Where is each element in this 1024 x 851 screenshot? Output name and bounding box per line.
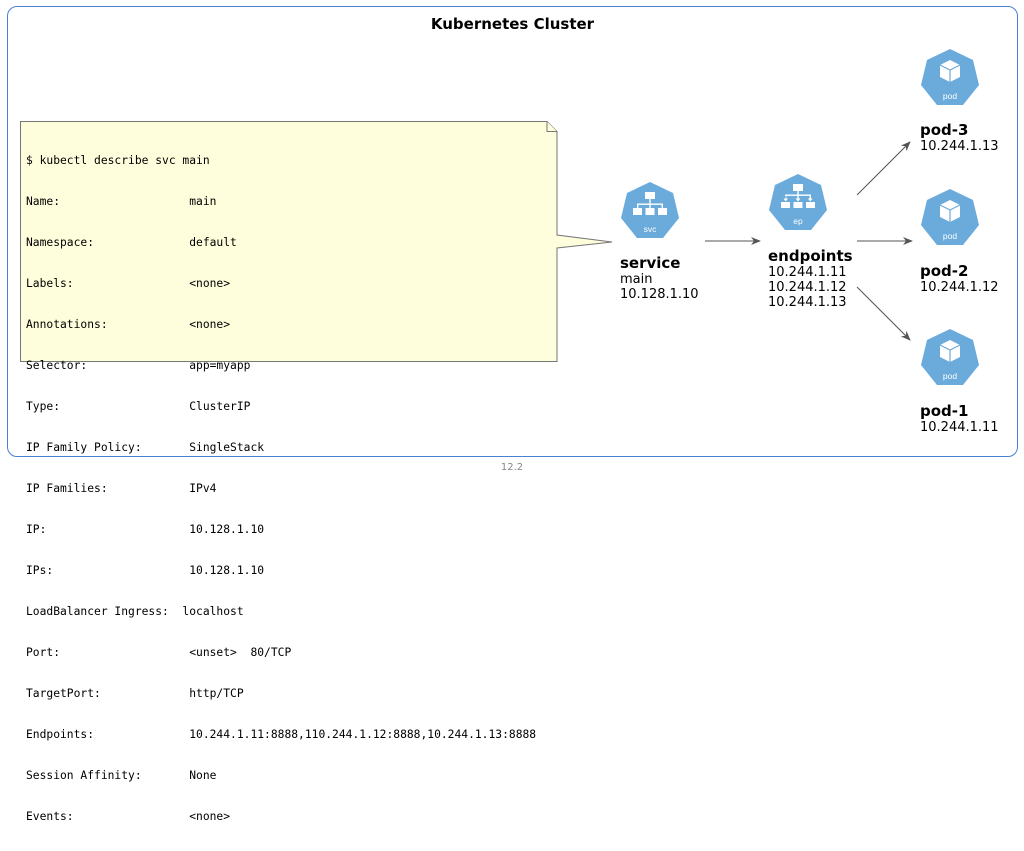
pod-1-label: pod-1 10.244.1.11	[920, 402, 999, 436]
pod-icon: pod	[921, 189, 979, 245]
connection-arrows	[705, 141, 913, 341]
endpoints-label: endpoints 10.244.1.11 10.244.1.12 10.244…	[768, 247, 853, 311]
service-title: service	[620, 254, 681, 272]
note-line: TargetPort: http/TCP	[26, 686, 244, 700]
note-line: Type: ClusterIP	[26, 400, 251, 414]
pod-3-label: pod-3 10.244.1.13	[920, 121, 999, 155]
note-line: IP Family Policy: SingleStack	[26, 441, 265, 455]
endpoints-title: endpoints	[768, 247, 853, 265]
endpoint-ip: 10.244.1.11	[768, 265, 847, 280]
svg-text:pod: pod	[943, 371, 957, 381]
svg-text:svc: svc	[644, 224, 658, 234]
note-line: $ kubectl describe svc main	[26, 154, 210, 168]
pod-ip: 10.244.1.11	[920, 420, 999, 435]
note-line: Annotations: <none>	[26, 318, 231, 332]
endpoint-ip: 10.244.1.13	[768, 295, 847, 310]
pod-icon: pod	[921, 329, 979, 385]
svg-text:pod: pod	[943, 91, 957, 101]
service-ip: 10.128.1.10	[620, 287, 699, 302]
pod-ip: 10.244.1.12	[920, 280, 999, 295]
pod-icon: pod	[921, 49, 979, 105]
note-shape	[20, 121, 613, 362]
note-line: IPs: 10.128.1.10	[26, 564, 265, 577]
note-line: Name: main	[26, 195, 217, 209]
cluster-boundary: Kubernetes Cluster	[7, 6, 1018, 457]
endpoint-ip: 10.244.1.12	[768, 280, 847, 295]
service-icon: svc	[621, 182, 679, 238]
note-line: Namespace: default	[26, 236, 237, 250]
pod-2-label: pod-2 10.244.1.12	[920, 262, 999, 296]
arrow-endpoints-to-pod-3	[856, 141, 911, 196]
endpoints-icon: ep	[769, 174, 827, 230]
footer-version: 12.2	[500, 462, 524, 473]
note-line: Selector: app=myapp	[26, 359, 251, 373]
service-label: service main 10.128.1.10	[620, 254, 699, 303]
note-line: Session Affinity: None	[26, 768, 217, 782]
arrow-endpoints-to-pod-1	[856, 286, 911, 341]
note-line: IP: 10.128.1.10	[26, 523, 265, 537]
pod-title: pod-1	[920, 402, 969, 420]
note-line: Labels: <none>	[26, 277, 231, 291]
service-name: main	[620, 272, 653, 287]
note-line: Endpoints: 10.244.1.11:8888,110.244.1.12…	[26, 727, 537, 741]
note-line: Port: <unset> 80/TCP	[26, 645, 292, 659]
pod-title: pod-2	[920, 262, 969, 280]
svg-text:pod: pod	[943, 231, 957, 241]
pod-title: pod-3	[920, 121, 969, 139]
note-line: Events: <none>	[26, 809, 231, 823]
pod-ip: 10.244.1.13	[920, 139, 999, 154]
svg-text:ep: ep	[793, 216, 803, 226]
note-line: LoadBalancer Ingress: localhost	[26, 604, 244, 618]
note-line: IP Families: IPv4	[26, 482, 217, 496]
cluster-title: Kubernetes Cluster	[430, 15, 595, 33]
